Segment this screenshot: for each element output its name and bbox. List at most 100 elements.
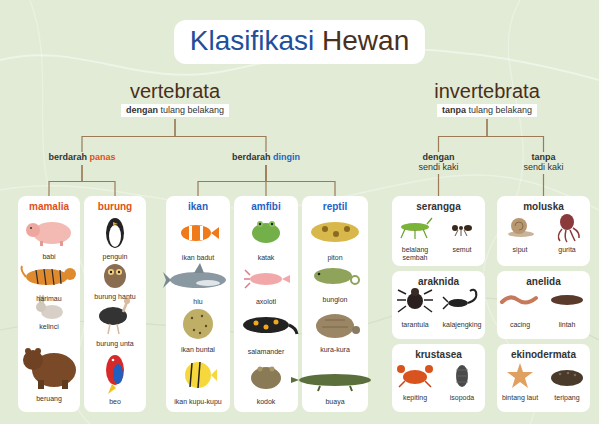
mantis-legs [401, 218, 432, 239]
card-heading: burung [84, 201, 146, 213]
word: Klasifikasi [190, 25, 322, 56]
card-heading-slot: ekinodermata [497, 349, 590, 361]
starfish-picture [507, 363, 533, 388]
animal-label-slot: ikan badut [168, 254, 228, 262]
ant-part [464, 225, 472, 231]
animal-label: kelinci [20, 323, 78, 331]
pufferfish-spot [193, 329, 195, 331]
owl-eye [108, 269, 114, 275]
card-heading: ikan [166, 201, 230, 213]
rabbit-picture [36, 295, 63, 319]
group-name: vertebrata [121, 80, 229, 103]
card-heading: serangga [392, 201, 485, 213]
tiger-picture [22, 266, 77, 285]
word: tanpa [531, 152, 555, 162]
tiger-stripes [36, 269, 61, 285]
group-name: invertebrata [434, 80, 540, 103]
sea-cucumber-picture [551, 370, 583, 386]
group-card: anelidacacinglintah [497, 271, 590, 339]
animal-label-slot: axolotl [236, 298, 296, 306]
word: panas [90, 152, 116, 162]
clownfish-stripe [189, 226, 192, 240]
parrot-tail [108, 384, 116, 394]
salamander-body [243, 317, 289, 333]
word: sendi [418, 162, 442, 172]
salamander-spot [254, 321, 259, 326]
parrot-eye [112, 359, 115, 362]
animal-label: siput [498, 246, 542, 254]
animal-label: gurita [545, 246, 589, 254]
scorpion-picture [443, 290, 476, 309]
bear-ear [35, 348, 41, 354]
ant-part [459, 226, 463, 230]
ostrich-body [99, 307, 127, 325]
snail-spiral [515, 222, 523, 230]
animal-label: lintah [545, 321, 589, 329]
group-subtitle: dengan tulang belakang [121, 104, 229, 117]
python-body [311, 222, 359, 242]
animal-label: babi [20, 253, 78, 261]
tree-connector [266, 165, 335, 196]
salamander-tail [289, 325, 297, 334]
animal-label-slot: belalang sembah [393, 246, 437, 262]
snail-picture [508, 218, 534, 237]
card-heading-slot: amfibi [234, 201, 298, 213]
tiger-body [26, 269, 68, 285]
bear-picture [23, 348, 76, 389]
sea-cucumber-bump [559, 373, 562, 376]
word: kaki [443, 162, 459, 172]
card-heading: krustasea [392, 349, 485, 361]
tree-connector [438, 174, 439, 196]
word: dingin [273, 152, 300, 162]
card-heading-slot: moluska [497, 201, 590, 213]
animal-label: teripang [545, 394, 589, 402]
pig-leg [60, 241, 63, 246]
tarantula-picture [397, 288, 433, 312]
pig-eye [30, 227, 32, 229]
ostrich-neck [123, 302, 127, 312]
animal-label: belalang sembah [393, 246, 437, 262]
parrot-wing [113, 364, 123, 384]
animal-label: burung hantu [86, 293, 144, 301]
chameleon-tail [351, 276, 359, 284]
axolotl-body [250, 273, 282, 285]
tree-connector [175, 119, 266, 152]
pufferfish-spot [201, 315, 203, 317]
bear-head [23, 350, 43, 370]
owl-pupil [110, 271, 112, 273]
tarantula-legs [397, 290, 433, 312]
word: tulang [160, 105, 187, 115]
axolotl-gills [244, 270, 250, 288]
sea-cucumber-bump [567, 372, 570, 375]
animal-label: salamander [236, 348, 296, 356]
animal-label: ikan buntal [168, 346, 228, 354]
turtle-shell [316, 314, 354, 338]
crab-body [403, 370, 427, 384]
mantis-picture [401, 218, 432, 239]
penguin-belly [109, 225, 121, 247]
group-card: reptilpitonbunglonkura-kurabuaya [302, 196, 368, 412]
animal-label-slot: gurita [545, 246, 589, 254]
title: Klasifikasi Hewan [174, 20, 425, 64]
turtle-head [352, 326, 360, 334]
animal-label-slot: katak [236, 254, 296, 262]
pig-leg [40, 241, 43, 246]
animal-label-slot: piton [304, 254, 366, 262]
card-heading-slot: reptil [302, 201, 368, 213]
card-heading: reptil [302, 201, 368, 213]
octopus-arms [558, 228, 579, 242]
group-subtitle: tanpa tulang belakang [437, 104, 537, 117]
animal-label-slot: isopoda [440, 394, 484, 402]
frog-eye [269, 221, 275, 227]
animal-label-slot: buaya [304, 398, 366, 406]
tree-connector [439, 119, 488, 152]
crocodile-tail [291, 377, 299, 383]
toad-eye [258, 367, 263, 372]
rabbit-ear [39, 295, 42, 303]
card-heading: araknida [392, 276, 485, 288]
octopus-head [560, 214, 574, 230]
card-heading: moluska [497, 201, 590, 213]
branch-label: berdarah panas [48, 152, 115, 163]
toad-eye [270, 367, 275, 372]
